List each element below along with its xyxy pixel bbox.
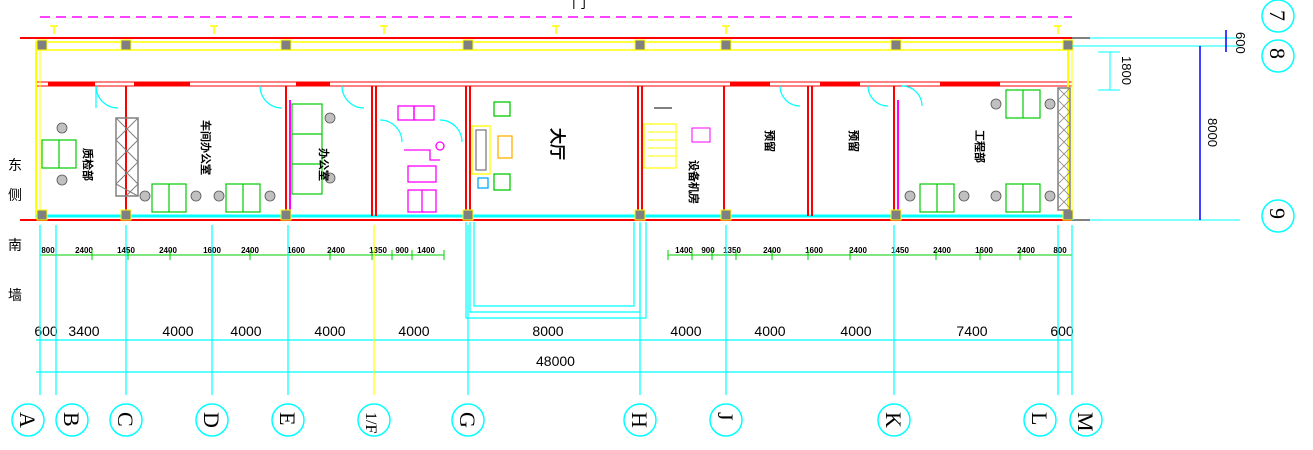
room-hall: 大厅: [548, 128, 567, 160]
room-reserve1: 预留: [763, 130, 777, 152]
stair: [643, 107, 711, 169]
axis-label: L: [1027, 412, 1052, 425]
spacing-dim: 4000: [230, 323, 261, 339]
axis-label: A: [15, 412, 40, 428]
spacing-dim: 600: [34, 323, 58, 339]
spacing-dimensions: 600 3400 4000 4000 4000 4000 8000 4000 4000 4000 7…: [34, 323, 1074, 339]
total-dimension: 48000: [536, 353, 575, 369]
dim-600-right: 600: [1233, 32, 1248, 54]
axis-label: H: [627, 412, 652, 428]
small-dim-left: 1350: [369, 246, 387, 255]
axis-label: G: [455, 412, 480, 428]
axis-bubble: [623, 403, 657, 437]
axis-label: 1/F: [362, 412, 379, 433]
axis-label: J: [713, 412, 738, 421]
desks: [41, 89, 1041, 213]
small-dim-left: 1600: [287, 246, 305, 255]
magenta-partitions: [289, 100, 899, 210]
axis-bubble: [709, 403, 743, 437]
axis-label: B: [59, 412, 84, 427]
axis-bubble: [1023, 403, 1057, 437]
small-dim-right: 1600: [975, 246, 993, 255]
small-dimensions: 800 2400 1450 2400 1600 2400 1600 2400 1350 900 14…: [39, 246, 1073, 260]
axis-bubble: [11, 403, 45, 437]
axis-label: C: [113, 412, 138, 427]
small-dim-left: 1400: [417, 246, 435, 255]
small-dim-right: 1400: [675, 246, 693, 255]
axis-bubble: [1069, 403, 1103, 437]
room-equipment: 设备机房: [687, 160, 701, 204]
svg-text:东: 东: [8, 158, 22, 174]
spacing-dim: 8000: [532, 323, 563, 339]
small-dim-left: 2400: [75, 246, 93, 255]
axis-label: M: [1073, 412, 1098, 432]
dim-8000-right: 8000: [1205, 118, 1220, 147]
spacing-dim: 4000: [754, 323, 785, 339]
spacing-dim: 4000: [398, 323, 429, 339]
top-markers: [50, 25, 1062, 34]
small-dim-right: 1350: [723, 246, 741, 255]
axis-label: D: [199, 412, 224, 428]
small-dim-left: 2400: [159, 246, 177, 255]
spacing-dim: 3400: [68, 323, 99, 339]
axis-bubble: [357, 403, 391, 437]
columns: [36, 39, 1074, 221]
room-workshop-office: 车间办公室: [199, 120, 213, 175]
axis-bubble: [271, 403, 305, 437]
left-fragment: 东 侧 南 墙: [8, 158, 22, 304]
axis-8: 8: [1265, 48, 1290, 59]
svg-text:墙: 墙: [8, 288, 22, 304]
room-labels: 质检部 车间办公室 办公室 大厅 设备机房 预留 预留 工程部: [81, 120, 987, 204]
spacing-dim-line: [36, 339, 1072, 373]
small-dim-left: 900: [395, 246, 409, 255]
door-swings: [95, 85, 923, 143]
axis-label: E: [275, 412, 300, 425]
partitions: [125, 86, 895, 216]
toilets: [397, 105, 445, 213]
axis-bubble: [195, 403, 229, 437]
axis-bubble: [451, 403, 485, 437]
right-axis-bubbles: 7 8 9: [1261, 0, 1295, 233]
room-reserve2: 预留: [847, 130, 861, 152]
axis-bubbles: A B C D E 1/F G H J K L M: [11, 225, 1103, 437]
spacing-dim: 7400: [956, 323, 987, 339]
room-engineering: 工程部: [973, 130, 987, 163]
spacing-dim: 4000: [840, 323, 871, 339]
small-dim-right: 2400: [849, 246, 867, 255]
hall-furniture: [471, 101, 513, 191]
outer-walls: [20, 37, 1090, 221]
right-dims: 600 1800 8000: [1072, 30, 1248, 221]
small-dim-right: 1450: [891, 246, 909, 255]
svg-text:南: 南: [8, 238, 22, 254]
axis-label: K: [881, 412, 906, 428]
axis-bubble: [55, 403, 89, 437]
axis-9: 9: [1265, 208, 1290, 219]
spacing-dim: 600: [1050, 323, 1074, 339]
small-dim-right: 2400: [933, 246, 951, 255]
axis-bubble: [877, 403, 911, 437]
top-fragment: 门: [572, 0, 586, 12]
spacing-dim: 4000: [162, 323, 193, 339]
small-dim-right: 800: [1053, 246, 1067, 255]
room-quality: 质检部: [81, 148, 95, 181]
small-dim-right: 900: [701, 246, 715, 255]
hall-outline: [465, 222, 647, 319]
svg-text:侧: 侧: [8, 188, 22, 204]
small-dim-left: 2400: [327, 246, 345, 255]
shelving: [115, 87, 1071, 211]
chairs: [56, 98, 1056, 202]
spacing-dim: 4000: [670, 323, 701, 339]
spacing-dim: 4000: [314, 323, 345, 339]
room-office3: 办公室: [317, 148, 331, 181]
small-dim-right: 2400: [1017, 246, 1035, 255]
small-dim-right: 1600: [805, 246, 823, 255]
axis-7: 7: [1265, 10, 1290, 21]
small-dim-left: 800: [41, 246, 55, 255]
axis-bubble: [109, 403, 143, 437]
dim-1800-right: 1800: [1119, 56, 1134, 85]
